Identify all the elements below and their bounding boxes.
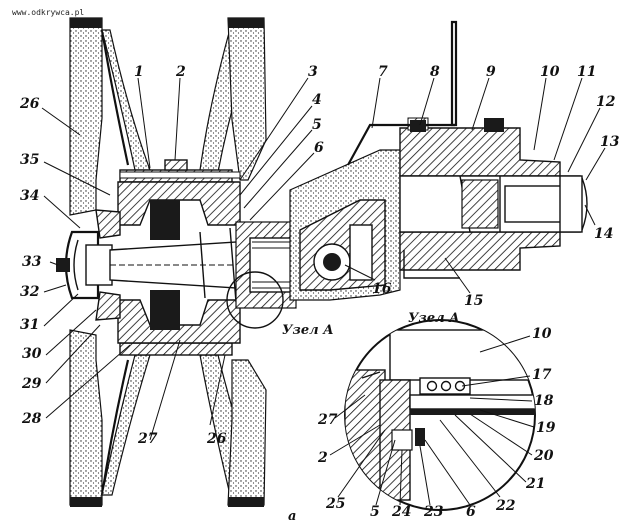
hub-cap — [56, 209, 121, 321]
callout-12: 12 — [596, 94, 616, 110]
callout-1: 1 — [134, 64, 144, 80]
inset-callout-5: 5 — [370, 504, 380, 520]
callout-14: 14 — [594, 226, 613, 242]
inset-callout-23: 23 — [423, 504, 444, 520]
callout-11: 11 — [577, 64, 596, 80]
callout-34: 34 — [20, 188, 39, 204]
inset-callout-21: 21 — [525, 476, 545, 492]
inset-callout-20: 20 — [533, 448, 554, 464]
callout-30: 30 — [22, 346, 42, 362]
callout-35: 35 — [20, 152, 39, 168]
callout-29: 29 — [21, 376, 42, 392]
inset-callouts: 10 17 18 19 20 21 22 6 23 24 5 25 2 27 — [317, 326, 556, 520]
inset-callout-24: 24 — [391, 504, 411, 520]
inset-callout-10: 10 — [532, 326, 552, 342]
node-a-inset — [344, 319, 536, 511]
steering-knuckle — [289, 149, 401, 301]
watermark-text: www.odkrywca.pl — [12, 8, 85, 17]
inset-callout-27: 27 — [317, 412, 338, 428]
outer-wheel-disc — [69, 17, 130, 507]
axle-shaft — [109, 221, 301, 309]
callout-31: 31 — [20, 317, 39, 333]
callout-13: 13 — [600, 134, 620, 150]
callout-28: 28 — [21, 411, 42, 427]
callout-32: 32 — [20, 284, 40, 300]
inner-wheel-disc — [227, 17, 267, 507]
figure-letter: а — [288, 509, 296, 524]
inset-callout-22: 22 — [495, 498, 516, 514]
inset-callout-2: 2 — [317, 450, 328, 466]
inset-leader-lines — [329, 335, 535, 506]
inset-callout-25: 25 — [325, 496, 345, 512]
callout-7: 7 — [378, 64, 388, 80]
callout-5: 5 — [312, 117, 322, 133]
inset-callout-17: 17 — [532, 367, 552, 383]
callout-2: 2 — [175, 64, 186, 80]
bracket-and-lever — [347, 20, 458, 166]
inset-callout-18: 18 — [534, 393, 554, 409]
callout-4: 4 — [312, 92, 322, 108]
leader-lines — [41, 77, 606, 441]
callout-8: 8 — [430, 64, 440, 80]
inset-title: Узел А — [408, 311, 460, 326]
callout-26-top: 26 — [19, 96, 40, 112]
callout-33: 33 — [22, 254, 42, 270]
callout-10: 10 — [540, 64, 560, 80]
callout-9: 9 — [486, 64, 496, 80]
inset-callout-6: 6 — [466, 504, 476, 520]
node-a-label: Узел А — [282, 323, 334, 338]
hub-drum — [117, 159, 241, 356]
callout-15: 15 — [464, 293, 483, 309]
main-callouts: 1 2 3 4 5 6 7 8 9 10 11 12 13 14 15 16 2… — [19, 64, 620, 447]
callout-26-bottom: 26 — [206, 431, 227, 447]
callout-16: 16 — [372, 281, 392, 297]
node-a-marker-circle — [226, 271, 284, 329]
callout-6: 6 — [314, 140, 324, 156]
callout-3: 3 — [308, 64, 318, 80]
inset-callout-19: 19 — [536, 420, 556, 436]
callout-27: 27 — [137, 431, 158, 447]
right-housing — [399, 117, 588, 279]
